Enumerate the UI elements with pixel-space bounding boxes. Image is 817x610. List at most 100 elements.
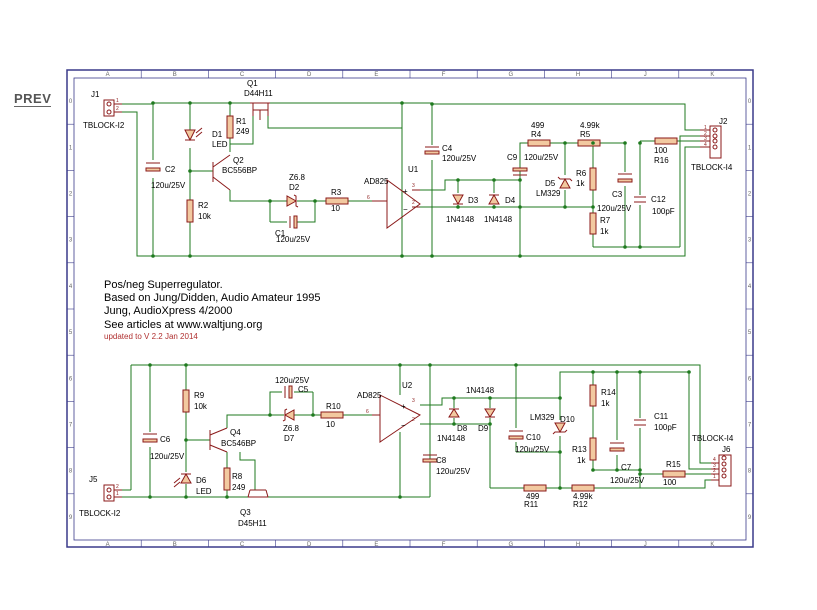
svg-text:2: 2 bbox=[713, 468, 716, 474]
grid-col-top: C bbox=[240, 72, 245, 78]
svg-text:2: 2 bbox=[704, 131, 707, 137]
r7-value: 1k bbox=[600, 227, 609, 236]
d6-value: LED bbox=[196, 487, 212, 496]
c5-value: 120u/25V bbox=[275, 376, 310, 385]
svg-text:2: 2 bbox=[116, 106, 119, 112]
u2-opamp: + − 6 3 2 AD825 U2 bbox=[357, 381, 421, 443]
c8-ref: C8 bbox=[436, 456, 447, 465]
c4-ref: C4 bbox=[442, 144, 453, 153]
c3-capacitor: C3 120u/25V bbox=[597, 173, 633, 213]
q1-transistor: Q1 D44H11 bbox=[244, 79, 273, 120]
r10-ref: R10 bbox=[326, 402, 341, 411]
j6-connector: 43 21 TBLOCK-I4 J6 bbox=[692, 434, 734, 487]
grid-col-bottom: H bbox=[576, 542, 580, 548]
svg-text:3: 3 bbox=[412, 183, 415, 189]
c2-capacitor: C2 120u/25V bbox=[145, 162, 186, 190]
svg-text:−: − bbox=[403, 205, 408, 214]
svg-text:−: − bbox=[401, 421, 406, 430]
r9-resistor: R9 10k bbox=[182, 389, 208, 413]
top-wiring bbox=[122, 102, 700, 257]
d6-ref: D6 bbox=[196, 476, 207, 485]
d2-value: Z6.8 bbox=[289, 173, 306, 182]
c3-ref: C3 bbox=[612, 190, 623, 199]
c11-value: 100pF bbox=[654, 423, 677, 432]
prev-label[interactable]: PREV bbox=[14, 91, 52, 107]
grid-col-bottom: E bbox=[374, 542, 378, 548]
note-update: updated to V 2.2 Jan 2014 bbox=[104, 332, 198, 341]
svg-text:4: 4 bbox=[704, 142, 707, 148]
d7-zener: Z6.8 D7 bbox=[282, 408, 300, 443]
svg-text:+: + bbox=[403, 187, 408, 196]
svg-text:3: 3 bbox=[713, 463, 716, 469]
c4-value: 120u/25V bbox=[442, 154, 477, 163]
r3-ref: R3 bbox=[331, 188, 342, 197]
c1-value: 120u/25V bbox=[276, 235, 311, 244]
d7-ref: D7 bbox=[284, 434, 295, 443]
q3-value: D45H11 bbox=[238, 519, 267, 528]
c11-ref: C11 bbox=[654, 412, 669, 421]
d2-ref: D2 bbox=[289, 183, 300, 192]
j6-type: TBLOCK-I4 bbox=[692, 434, 734, 443]
j2-type: TBLOCK-I4 bbox=[691, 163, 733, 172]
r1-resistor: R1 249 bbox=[226, 115, 250, 139]
svg-text:+: + bbox=[401, 402, 406, 411]
j1-ref: J1 bbox=[91, 90, 100, 99]
r15-value: 100 bbox=[663, 478, 677, 487]
c9-capacitor: C9 120u/25V bbox=[507, 153, 559, 176]
c1-ref: C1 bbox=[275, 229, 286, 238]
svg-text:4: 4 bbox=[713, 457, 716, 463]
grid-row-right: 3 bbox=[748, 238, 752, 244]
grid-row-left: 8 bbox=[69, 469, 73, 475]
d5-ref: D5 bbox=[545, 179, 556, 188]
grid-col-bottom: J bbox=[644, 542, 647, 548]
j5-ref: J5 bbox=[89, 475, 98, 484]
d9-value: 1N4148 bbox=[466, 386, 495, 395]
j2-ref: J2 bbox=[719, 117, 728, 126]
c12-ref: C12 bbox=[651, 195, 666, 204]
r3-resistor: R3 10 bbox=[325, 188, 349, 213]
r10-value: 10 bbox=[326, 420, 335, 429]
u1-ref: U1 bbox=[408, 165, 419, 174]
grid-row-left: 3 bbox=[69, 238, 73, 244]
r12-ref: R12 bbox=[573, 500, 588, 509]
d2-zener: Z6.8 D2 bbox=[286, 173, 306, 208]
q1-value: D44H11 bbox=[244, 89, 273, 98]
c12-capacitor: C12 100pF bbox=[634, 195, 675, 216]
grid-col-top: A bbox=[106, 72, 110, 78]
r11-value: 499 bbox=[526, 492, 540, 501]
grid-row-right: 6 bbox=[748, 376, 752, 382]
q1-ref: Q1 bbox=[247, 79, 258, 88]
grid-col-top: D bbox=[307, 72, 312, 78]
d8-ref: D8 bbox=[457, 424, 468, 433]
grid-col-bottom: C bbox=[240, 542, 245, 548]
r8-resistor: R8 249 bbox=[223, 467, 246, 492]
note-line-1: Pos/neg Superregulator. bbox=[104, 279, 223, 291]
c9-ref: C9 bbox=[507, 153, 518, 162]
u1-opamp: + − 6 3 2 AD825 U1 bbox=[364, 165, 421, 229]
grid-row-left: 0 bbox=[69, 99, 73, 105]
r14-ref: R14 bbox=[601, 388, 616, 397]
c6-value: 120u/25V bbox=[150, 452, 185, 461]
r7-ref: R7 bbox=[600, 216, 611, 225]
grid-row-left: 1 bbox=[69, 145, 73, 151]
d8-value: 1N4148 bbox=[437, 434, 466, 443]
svg-text:1: 1 bbox=[704, 125, 707, 131]
r10-resistor: R10 10 bbox=[320, 402, 344, 429]
u2-value: AD825 bbox=[357, 391, 382, 400]
c3-value: 120u/25V bbox=[597, 204, 632, 213]
r13-value: 1k bbox=[577, 456, 586, 465]
r13-resistor: R13 1k bbox=[572, 437, 597, 465]
r12-value: 4.99k bbox=[573, 492, 594, 501]
d4-ref: D4 bbox=[505, 196, 516, 205]
r14-resistor: R14 1k bbox=[589, 384, 616, 408]
d6-led: D6 LED bbox=[173, 472, 212, 496]
r9-value: 10k bbox=[194, 402, 208, 411]
grid-row-left: 9 bbox=[69, 515, 73, 521]
grid-col-bottom: D bbox=[307, 542, 312, 548]
q3-transistor: Q3 D45H11 bbox=[238, 489, 269, 528]
r2-resistor: R2 10k bbox=[186, 199, 212, 223]
note-line-4: See articles at www.waltjung.org bbox=[104, 319, 262, 331]
grid-row-left: 7 bbox=[69, 423, 73, 429]
svg-text:2: 2 bbox=[116, 484, 119, 490]
